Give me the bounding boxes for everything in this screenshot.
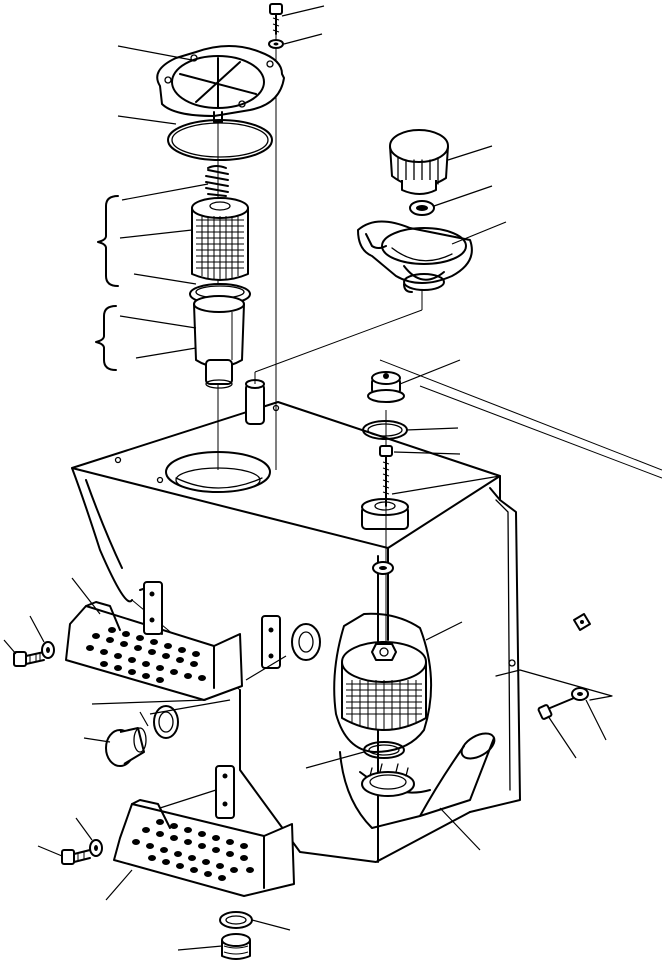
- rod-stud: [382, 455, 390, 507]
- bolt-step-upper: [13, 651, 45, 667]
- washer-step-upper: [41, 641, 55, 659]
- gasket-cover: [167, 119, 273, 161]
- grommet-mid: [291, 623, 321, 661]
- washer-right: [573, 613, 591, 631]
- bolt-right: [537, 697, 575, 720]
- nut-rod: [379, 445, 393, 457]
- drain-seal: [219, 911, 253, 929]
- fill-strainer: [357, 220, 473, 293]
- step-upper: [65, 581, 243, 701]
- leader-lines: [3, 5, 607, 951]
- plug-side: [105, 727, 147, 767]
- step-upper-holes: [86, 627, 206, 683]
- capscrew-top: [269, 3, 283, 35]
- nut-right: [571, 687, 589, 701]
- spring: [205, 165, 229, 197]
- drain-plug: [221, 933, 251, 960]
- group-braces: [95, 195, 119, 371]
- o-ring-tank: [362, 420, 408, 440]
- bracket-right: [495, 669, 613, 701]
- filter-element-upper: [191, 197, 249, 281]
- step-lower-holes: [132, 819, 254, 881]
- suction-strainer: [333, 612, 433, 753]
- filter-cover: [156, 45, 285, 123]
- flange-collar: [372, 561, 394, 575]
- o-ring-strainer: [363, 741, 405, 759]
- hose-elbow: [361, 732, 496, 797]
- breather-cap: [389, 129, 449, 195]
- bolt-step-lower: [61, 849, 91, 865]
- breather-standpipe: [245, 379, 265, 425]
- step-lower: [113, 765, 295, 897]
- filter-element-lower: [193, 295, 245, 389]
- sight-plug: [367, 371, 405, 403]
- washer-top: [268, 39, 284, 49]
- washer-cap: [409, 200, 435, 216]
- bracket-mid: [261, 615, 281, 669]
- seal-side: [153, 705, 179, 739]
- washer-step-lower: [89, 839, 103, 857]
- center-lines: [217, 30, 662, 650]
